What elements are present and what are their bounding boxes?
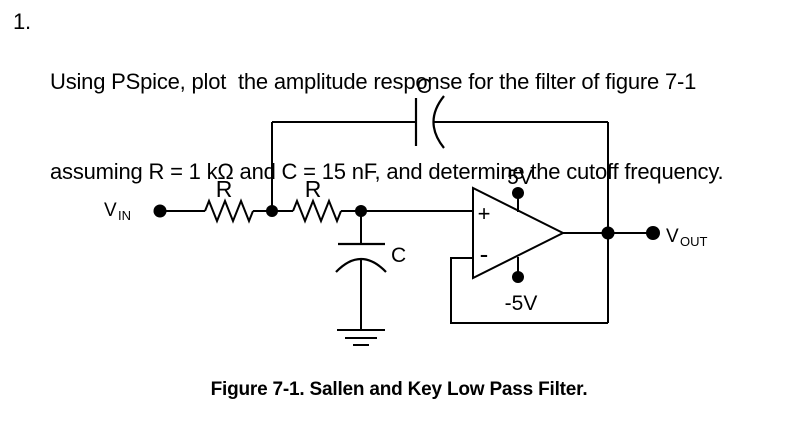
vin-label: V IN bbox=[104, 200, 131, 223]
ground-symbol bbox=[337, 329, 385, 346]
figure-caption: Figure 7-1. Sallen and Key Low Pass Filt… bbox=[210, 379, 588, 400]
supply-pos-label: 5V bbox=[507, 166, 533, 189]
supply-pos-dot bbox=[512, 187, 524, 199]
vin-terminal-dot bbox=[153, 204, 167, 218]
r1-label: R bbox=[216, 176, 233, 202]
resistor-r2 bbox=[292, 198, 342, 224]
junction-dot-1 bbox=[266, 205, 278, 217]
r2-label: R bbox=[305, 176, 322, 202]
question-body: Using PSpice, plot the amplitude respons… bbox=[50, 7, 724, 247]
c-feedback-label: C bbox=[416, 75, 431, 98]
vout-terminal-dot bbox=[646, 226, 660, 240]
output-junction-dot bbox=[601, 226, 615, 240]
problem-statement: 1. Using PSpice, plot the amplitude resp… bbox=[13, 7, 724, 247]
vout-label-sub: OUT bbox=[680, 234, 708, 249]
supply-neg-dot bbox=[512, 271, 524, 283]
opamp-minus-label: - bbox=[480, 239, 489, 269]
vin-label-main: V bbox=[104, 200, 117, 221]
c-shunt-label: C bbox=[391, 244, 406, 267]
vout-label-main: V bbox=[666, 226, 679, 247]
question-number: 1. bbox=[13, 9, 31, 34]
wire-negative-feedback bbox=[450, 257, 608, 324]
vin-label-sub: IN bbox=[118, 208, 131, 223]
vout-label: V OUT bbox=[666, 226, 708, 249]
opamp-plus-label: + bbox=[478, 201, 491, 226]
question-line-1: Using PSpice, plot the amplitude respons… bbox=[50, 69, 697, 94]
resistor-r1 bbox=[204, 198, 254, 224]
junction-dot-2 bbox=[355, 205, 367, 217]
question-line-2: assuming R = 1 kΩ and C = 15 nF, and det… bbox=[50, 159, 724, 184]
supply-neg-label: -5V bbox=[505, 292, 538, 315]
